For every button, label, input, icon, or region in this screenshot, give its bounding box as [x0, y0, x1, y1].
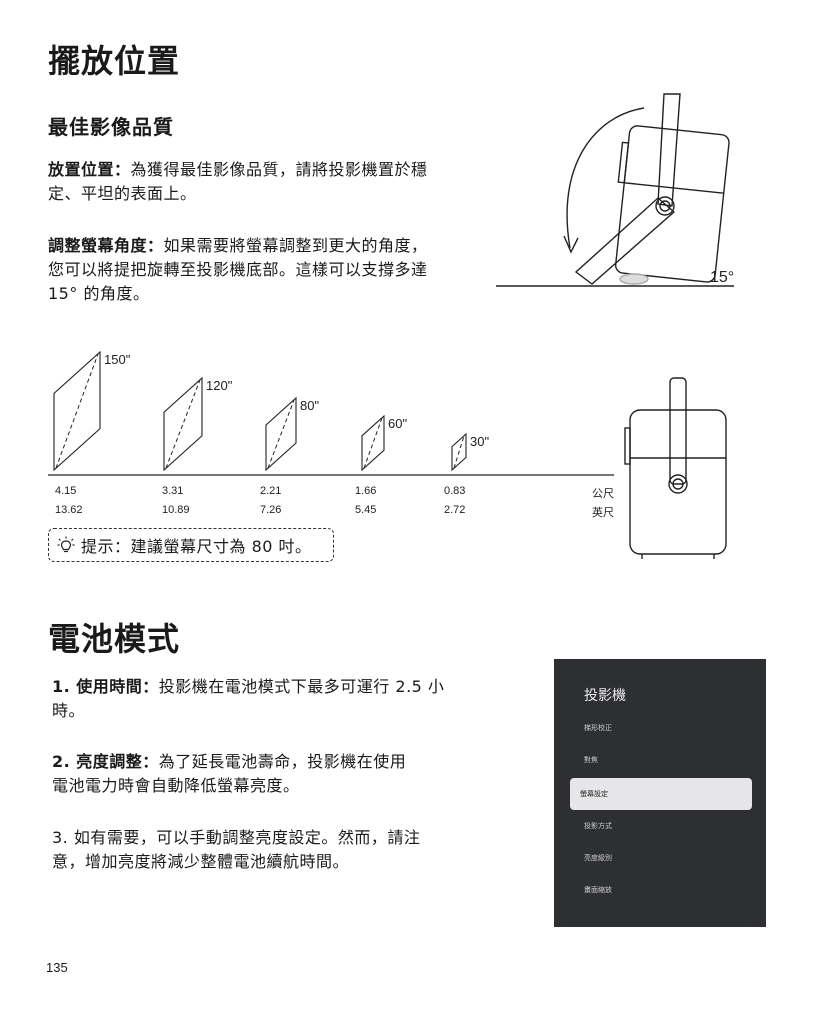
screen-size-chart: 150" 120" 80" 60" 30"	[48, 350, 614, 476]
battery-mode-title: 電池模式	[48, 620, 181, 658]
menu-item-keystone[interactable]: 梯形校正	[584, 724, 612, 732]
para-text: 如果需要將螢幕調整到更大的角度，	[163, 236, 428, 255]
para-text: 時。	[52, 701, 86, 720]
screen-diagonal	[363, 417, 383, 469]
para-text: 意，增加亮度將減少整體電池續航時間。	[52, 852, 350, 871]
unit-meters: 公尺	[592, 487, 614, 500]
screen-diagonal	[267, 399, 295, 469]
menu-title: 投影機	[584, 688, 626, 704]
usage-time-paragraph: 1. 使用時間：投影機在電池模式下最多可運行 2.5 小 時。	[52, 675, 492, 723]
menu-item-zoom[interactable]: 畫面縮放	[584, 886, 612, 894]
para-label: 放置位置：	[48, 160, 131, 179]
lightbulb-icon	[57, 536, 75, 553]
menu-item-projection-mode[interactable]: 投影方式	[584, 822, 612, 830]
angle-label: 15°	[710, 269, 734, 286]
menu-item-focus[interactable]: 對焦	[584, 756, 598, 764]
para-text: 3. 如有需要，可以手動調整亮度設定。然而，請注	[52, 828, 421, 847]
menu-item-screen-settings-highlight[interactable]	[570, 778, 752, 810]
screen-size-label: 60"	[388, 416, 407, 431]
menu-item-brightness-level[interactable]: 亮度級別	[584, 854, 612, 862]
distance-ft-80: 7.26	[260, 504, 282, 516]
screen-diagonal	[165, 379, 201, 469]
para-text: 您可以將提把旋轉至投影機底部。這樣可以支撐多達	[48, 260, 428, 279]
distance-ft-60: 5.45	[355, 504, 377, 516]
projector-front-illustration	[624, 377, 727, 559]
para-text: 投影機在電池模式下最多可運行 2.5 小	[158, 677, 445, 696]
screen-diagonal	[55, 353, 99, 469]
page-title: 擺放位置	[48, 42, 181, 80]
projector-tilt-illustration: 15°	[496, 93, 734, 287]
screen-outline	[53, 350, 101, 472]
placement-paragraph: 放置位置：為獲得最佳影像品質，請將投影機置於穩 定、平坦的表面上。	[48, 158, 488, 206]
tip-box: 提示：建議螢幕尺寸為 80 吋。	[48, 528, 334, 562]
para-text: 為了延長電池壽命，投影機在使用	[158, 752, 407, 771]
para-text: 15° 的角度。	[48, 284, 150, 303]
page-number: 135	[46, 960, 68, 975]
screen-size-label: 120"	[206, 378, 233, 393]
para-text: 定、平坦的表面上。	[48, 184, 197, 203]
screen-outline	[451, 432, 467, 472]
section-subtitle: 最佳影像品質	[48, 115, 174, 139]
menu-item-screen-settings[interactable]: 螢幕設定	[580, 790, 608, 798]
screen-outline	[163, 376, 203, 472]
para-label: 2. 亮度調整：	[52, 752, 159, 771]
para-label: 調整螢幕角度：	[48, 236, 164, 255]
screen-size-label: 30"	[470, 434, 489, 449]
distance-ft-120: 10.89	[162, 504, 190, 516]
unit-feet: 英尺	[592, 506, 614, 519]
distance-m-60: 1.66	[355, 485, 377, 497]
screen-diagonal	[453, 435, 465, 469]
screen-outline	[265, 396, 297, 472]
distance-m-80: 2.21	[260, 485, 282, 497]
screen-size-label: 150"	[104, 352, 131, 367]
angle-paragraph: 調整螢幕角度：如果需要將螢幕調整到更大的角度， 您可以將提把旋轉至投影機底部。這…	[48, 234, 488, 306]
tip-text: 提示：建議螢幕尺寸為 80 吋。	[81, 537, 312, 556]
para-text: 電池電力時會自動降低螢幕亮度。	[52, 776, 300, 795]
manual-brightness-paragraph: 3. 如有需要，可以手動調整亮度設定。然而，請注 意，增加亮度將減少整體電池續航…	[52, 826, 492, 874]
distance-m-30: 0.83	[444, 485, 466, 497]
para-label: 1. 使用時間：	[52, 677, 159, 696]
distance-ft-30: 2.72	[444, 504, 466, 516]
screen-outline	[361, 414, 385, 472]
screen-size-label: 80"	[300, 398, 319, 413]
distance-ft-150: 13.62	[55, 504, 83, 516]
distance-m-120: 3.31	[162, 485, 184, 497]
distance-m-150: 4.15	[55, 485, 77, 497]
brightness-paragraph: 2. 亮度調整：為了延長電池壽命，投影機在使用 電池電力時會自動降低螢幕亮度。	[52, 750, 492, 798]
para-text: 為獲得最佳影像品質，請將投影機置於穩	[130, 160, 428, 179]
projector-menu-screenshot: 投影機 梯形校正 對焦 螢幕設定 投影方式 亮度級別 畫面縮放	[554, 659, 766, 927]
